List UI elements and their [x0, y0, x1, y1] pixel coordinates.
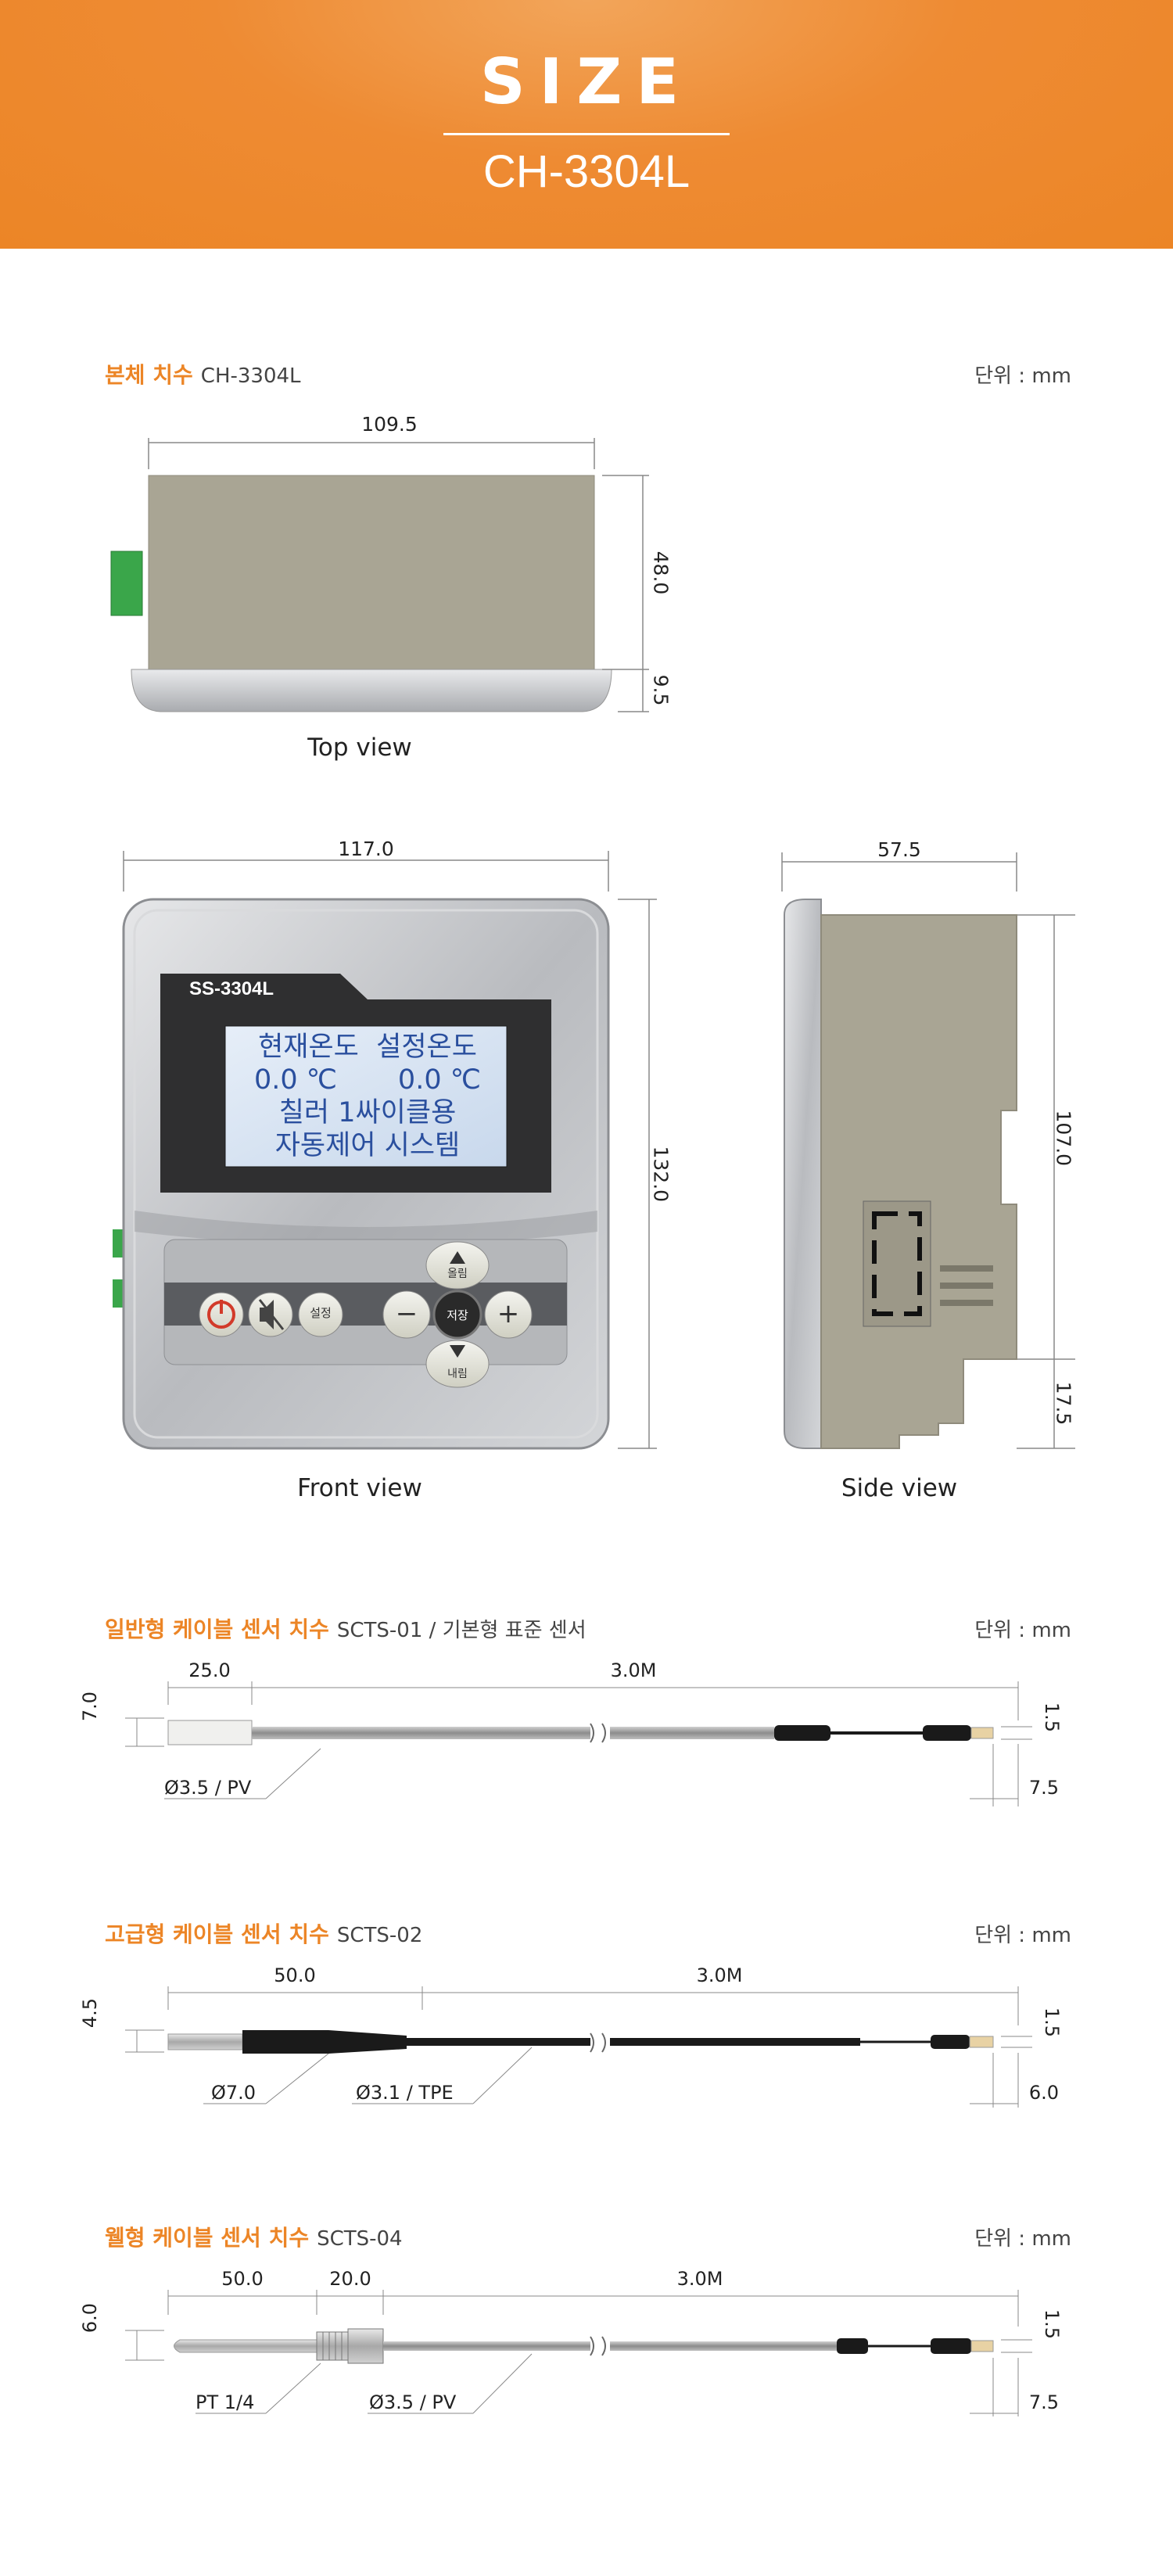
top-view-caption: Top view [307, 734, 412, 762]
sensor2-cable-label: 3.0M [696, 1964, 743, 1986]
sensor3-height-label: 6.0 [79, 2302, 101, 2334]
section-title: 웰형 케이블 센서 치수 [105, 2225, 310, 2251]
section-model: SCTS-02 [336, 1924, 423, 1947]
sensor2-heading: 고급형 케이블 센서 치수 SCTS-02 [105, 1918, 422, 1949]
section-title: 일반형 케이블 센서 치수 [105, 1616, 329, 1642]
sensor1-end-label: 7.5 [1028, 1777, 1060, 1799]
sensor2-diameter1-label: Ø7.0 [211, 2082, 256, 2104]
sensor3-end-label: 7.5 [1028, 2391, 1060, 2413]
lcd-line-3: 칠러 1싸이클용 [278, 1097, 457, 1128]
sensor3-tip-label: 1.5 [1041, 2309, 1063, 2340]
front-width-label: 117.0 [338, 838, 394, 860]
down-button[interactable]: 내림 [447, 1368, 468, 1380]
banner-divider [443, 133, 730, 135]
sensor3-probe-label: 50.0 [221, 2268, 264, 2290]
unit-label: 단위 : mm [974, 2227, 1071, 2251]
header-banner: SIZE CH-3304L [0, 0, 1173, 249]
lcd-line-4: 자동제어 시스템 [274, 1130, 461, 1161]
sensor2-probe-label: 50.0 [274, 1964, 316, 1986]
section-title: 고급형 케이블 센서 치수 [105, 1921, 329, 1947]
sensor3-diameter-label: Ø3.5 / PV [369, 2391, 457, 2413]
sensor1-probe-label: 25.0 [188, 1659, 231, 1681]
top-view-drawing [110, 438, 649, 712]
section-model: CH-3304L [200, 364, 301, 388]
save-button[interactable]: 저장 [447, 1308, 468, 1322]
side-view-caption: Side view [841, 1474, 958, 1502]
side-width-label: 57.5 [877, 838, 921, 861]
lcd-line-1: 현재온도 설정온도 [258, 1031, 477, 1063]
sensor3-cable-label: 3.0M [676, 2268, 723, 2290]
section-title: 본체 치수 [105, 362, 193, 388]
banner-title: SIZE [479, 45, 694, 118]
sensor3-heading: 웰형 케이블 센서 치수 SCTS-04 [105, 2221, 403, 2252]
plus-button[interactable]: + [497, 1298, 520, 1329]
device-model-label: SS-3304L [189, 978, 274, 999]
sensor2-end-label: 6.0 [1028, 2082, 1060, 2104]
front-view-caption: Front view [297, 1474, 422, 1502]
lcd-display: 현재온도 설정온도 0.0 ℃ 0.0 ℃ 칠러 1싸이클용 자동제어 시스템 [235, 1031, 500, 1164]
minus-button[interactable]: − [395, 1298, 418, 1329]
section-model: SCTS-01 / 기본형 표준 센서 [336, 1619, 586, 1642]
sensor1-heading: 일반형 케이블 센서 치수 SCTS-01 / 기본형 표준 센서 [105, 1613, 586, 1644]
lcd-line-2: 0.0 ℃ 0.0 ℃ [253, 1064, 482, 1096]
sensor3-thread-label: 20.0 [329, 2268, 371, 2290]
sensor2-diameter2-label: Ø3.1 / TPE [356, 2082, 454, 2104]
sensor1-diameter-label: Ø3.5 / PV [164, 1777, 252, 1799]
set-button[interactable]: 설정 [310, 1306, 332, 1320]
unit-label: 단위 : mm [974, 364, 1071, 388]
section-model: SCTS-04 [317, 2227, 403, 2251]
unit-label: 단위 : mm [974, 1619, 1071, 1642]
sensor1-cable-label: 3.0M [610, 1659, 657, 1681]
sensor3-fitting-label: PT 1/4 [196, 2391, 255, 2413]
banner-model: CH-3304L [482, 146, 691, 197]
top-width-label: 109.5 [361, 413, 418, 436]
up-button[interactable]: 올림 [447, 1268, 468, 1280]
body-dimension-heading: 본체 치수 CH-3304L [105, 358, 301, 389]
unit-label: 단위 : mm [974, 1924, 1071, 1947]
